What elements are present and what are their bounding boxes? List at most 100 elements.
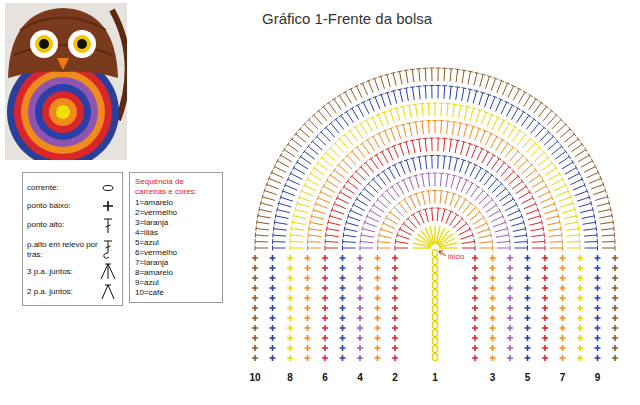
tall-stitch — [479, 242, 492, 243]
tall-stitch — [350, 131, 358, 142]
chain-stitch — [432, 289, 437, 296]
tall-stitch — [562, 162, 573, 169]
tall-stitch — [559, 197, 571, 202]
tall-stitch — [543, 111, 551, 121]
tall-stitch-bar — [464, 179, 469, 181]
single-stitch — [287, 335, 293, 341]
tall-stitch — [511, 223, 523, 227]
single-stitch — [340, 305, 346, 311]
tall-stitch — [440, 173, 441, 186]
tall-stitch — [491, 137, 497, 148]
tall-stitch-bar — [276, 159, 278, 163]
tall-stitch-bar — [603, 182, 605, 187]
tall-stitch — [428, 121, 430, 134]
row-4 — [357, 173, 513, 361]
tall-stitch-bar — [423, 85, 428, 86]
tall-stitch-bar — [369, 208, 372, 212]
tall-stitch — [406, 142, 409, 155]
tall-stitch-bar — [505, 220, 507, 225]
tall-stitch — [294, 168, 305, 174]
single-stitch — [577, 255, 583, 261]
tall-stitch-bar — [420, 103, 425, 104]
tall-stitch-bar — [523, 91, 527, 94]
single-stitch — [542, 345, 548, 351]
tall-stitch-bar — [521, 179, 524, 183]
tall-stitch-bar — [255, 226, 257, 231]
single-stitch — [322, 285, 328, 291]
tall-stitch — [419, 139, 421, 152]
single-stitch — [542, 265, 548, 271]
tall-stitch-bar — [396, 233, 398, 238]
tall-stitch-bar — [455, 158, 460, 159]
single-stitch — [612, 255, 618, 261]
tall-stitch-bar — [612, 220, 614, 225]
tall-stitch — [387, 75, 390, 88]
single-stitch — [357, 355, 363, 361]
tall-stitch-bar — [467, 161, 472, 163]
tall-stitch-bar — [561, 233, 563, 238]
tall-stitch-bar — [577, 137, 580, 141]
single-stitch — [305, 305, 311, 311]
tall-stitch-bar — [436, 137, 441, 138]
tall-stitch — [551, 179, 562, 185]
tall-stitch — [274, 167, 286, 173]
tall-stitch-bar — [326, 226, 328, 231]
tall-stitch — [381, 229, 393, 233]
tall-stitch-bar — [303, 149, 306, 153]
tall-stitch — [255, 241, 268, 242]
tall-stitch-bar — [329, 173, 332, 177]
tall-stitch-bar — [562, 177, 564, 181]
start-mark: início — [447, 253, 465, 261]
tall-stitch-bar — [446, 173, 451, 175]
tall-stitch — [513, 131, 521, 142]
tall-stitch-bar — [352, 202, 354, 206]
tall-stitch-bar — [367, 182, 370, 186]
tall-stitch — [394, 146, 399, 158]
tall-stitch — [399, 203, 407, 213]
tall-stitch-bar — [272, 239, 273, 244]
tall-stitch — [466, 144, 470, 156]
tall-stitch — [462, 88, 464, 101]
tall-stitch — [600, 222, 613, 224]
tall-stitch — [488, 179, 497, 189]
tall-stitch-bar — [277, 207, 278, 212]
tall-stitch-bar — [595, 220, 597, 225]
tall-stitch-bar — [458, 123, 463, 124]
tall-stitch-bar — [317, 109, 321, 112]
tall-stitch — [416, 122, 418, 135]
tall-stitch — [531, 123, 539, 133]
tall-stitch-bar — [348, 129, 352, 132]
tall-stitch — [443, 156, 444, 169]
tall-stitch-bar — [469, 201, 473, 204]
tall-stitch-bar — [290, 246, 291, 251]
tall-stitch — [568, 173, 580, 179]
single-stitch — [392, 275, 398, 281]
single-stitch — [270, 285, 276, 291]
tall-stitch — [399, 72, 402, 85]
tall-stitch — [291, 235, 304, 236]
tall-stitch-bar — [403, 69, 408, 71]
tall-stitch — [453, 219, 462, 229]
tall-stitch-bar — [538, 146, 541, 150]
tall-stitch — [602, 248, 615, 249]
tall-stitch — [325, 248, 338, 249]
tall-stitch-bar — [442, 138, 447, 139]
tall-stitch-bar — [307, 118, 311, 122]
tall-stitch — [431, 156, 432, 169]
tall-stitch-bar — [507, 122, 511, 125]
tall-stitch-bar — [315, 135, 318, 139]
tall-stitch — [490, 97, 495, 109]
tall-stitch-bar — [433, 103, 438, 104]
single-stitch — [507, 355, 513, 361]
tall-stitch — [276, 216, 289, 219]
single-stitch — [490, 315, 496, 321]
single-stitch — [340, 315, 346, 321]
tall-stitch-bar — [529, 137, 533, 140]
single-stitch — [525, 335, 531, 341]
tall-stitch — [343, 241, 356, 243]
tall-stitch — [466, 207, 475, 216]
tall-stitch-bar — [371, 178, 375, 181]
tall-stitch — [258, 216, 271, 218]
tall-stitch-bar — [486, 150, 490, 152]
tall-stitch — [422, 192, 425, 205]
